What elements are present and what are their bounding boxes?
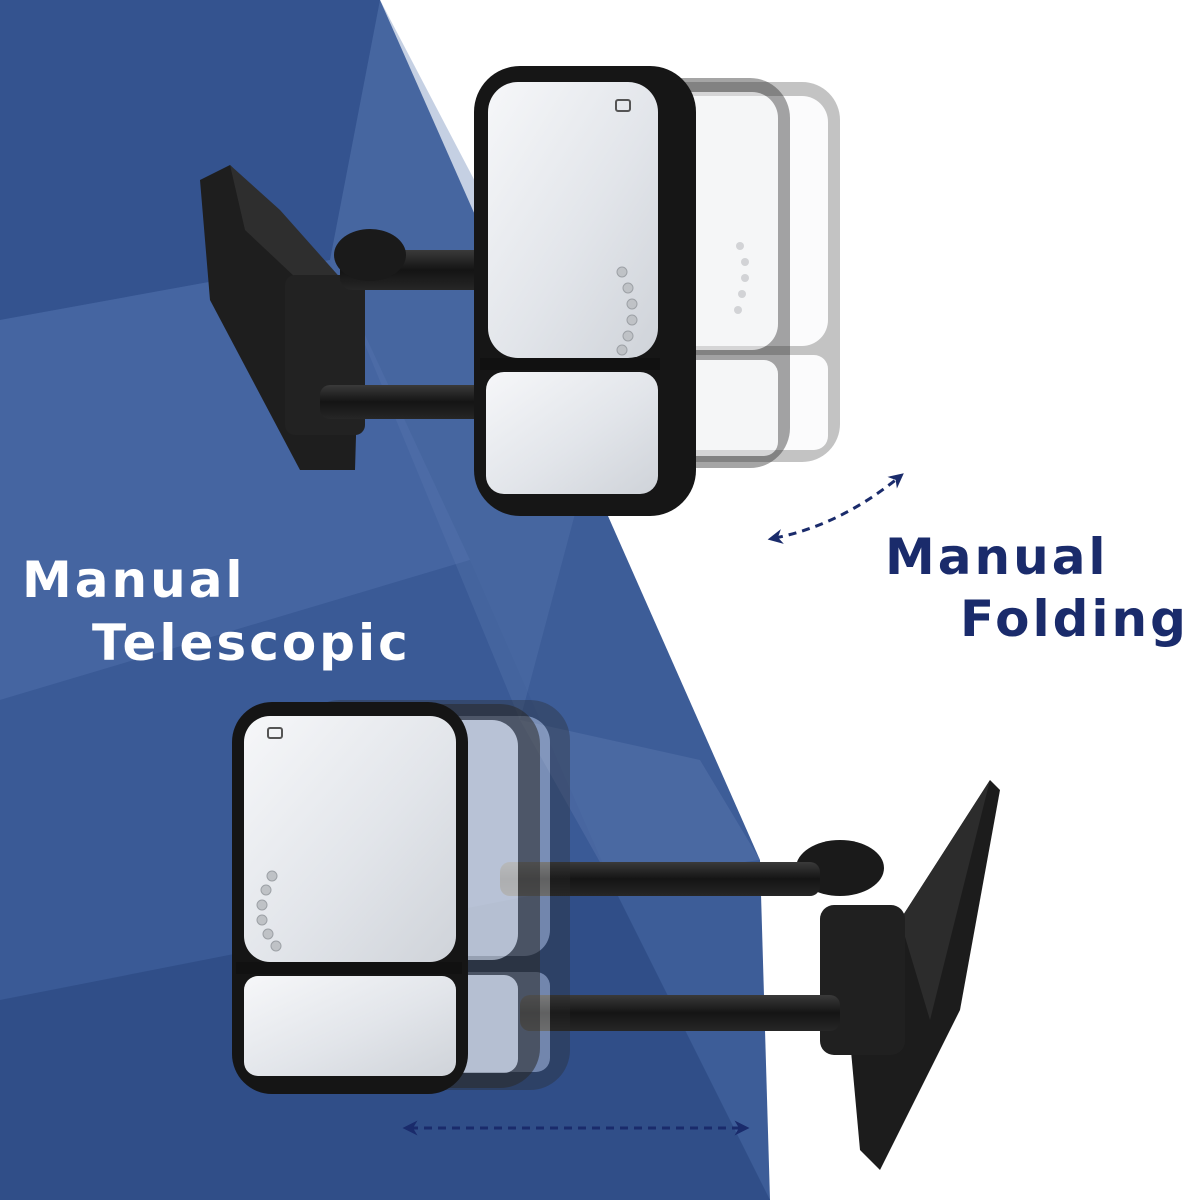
curved-double-arrow-icon [767,473,904,544]
folding-mirror [200,66,840,516]
folding-label-line-2: Folding [960,590,1189,648]
telescopic-mirror [232,700,1000,1170]
telescopic-label-line-2: Telescopic [92,614,411,672]
telescopic-label-line-1: Manual [22,551,246,609]
folding-label-line-1: Manual [885,528,1109,586]
